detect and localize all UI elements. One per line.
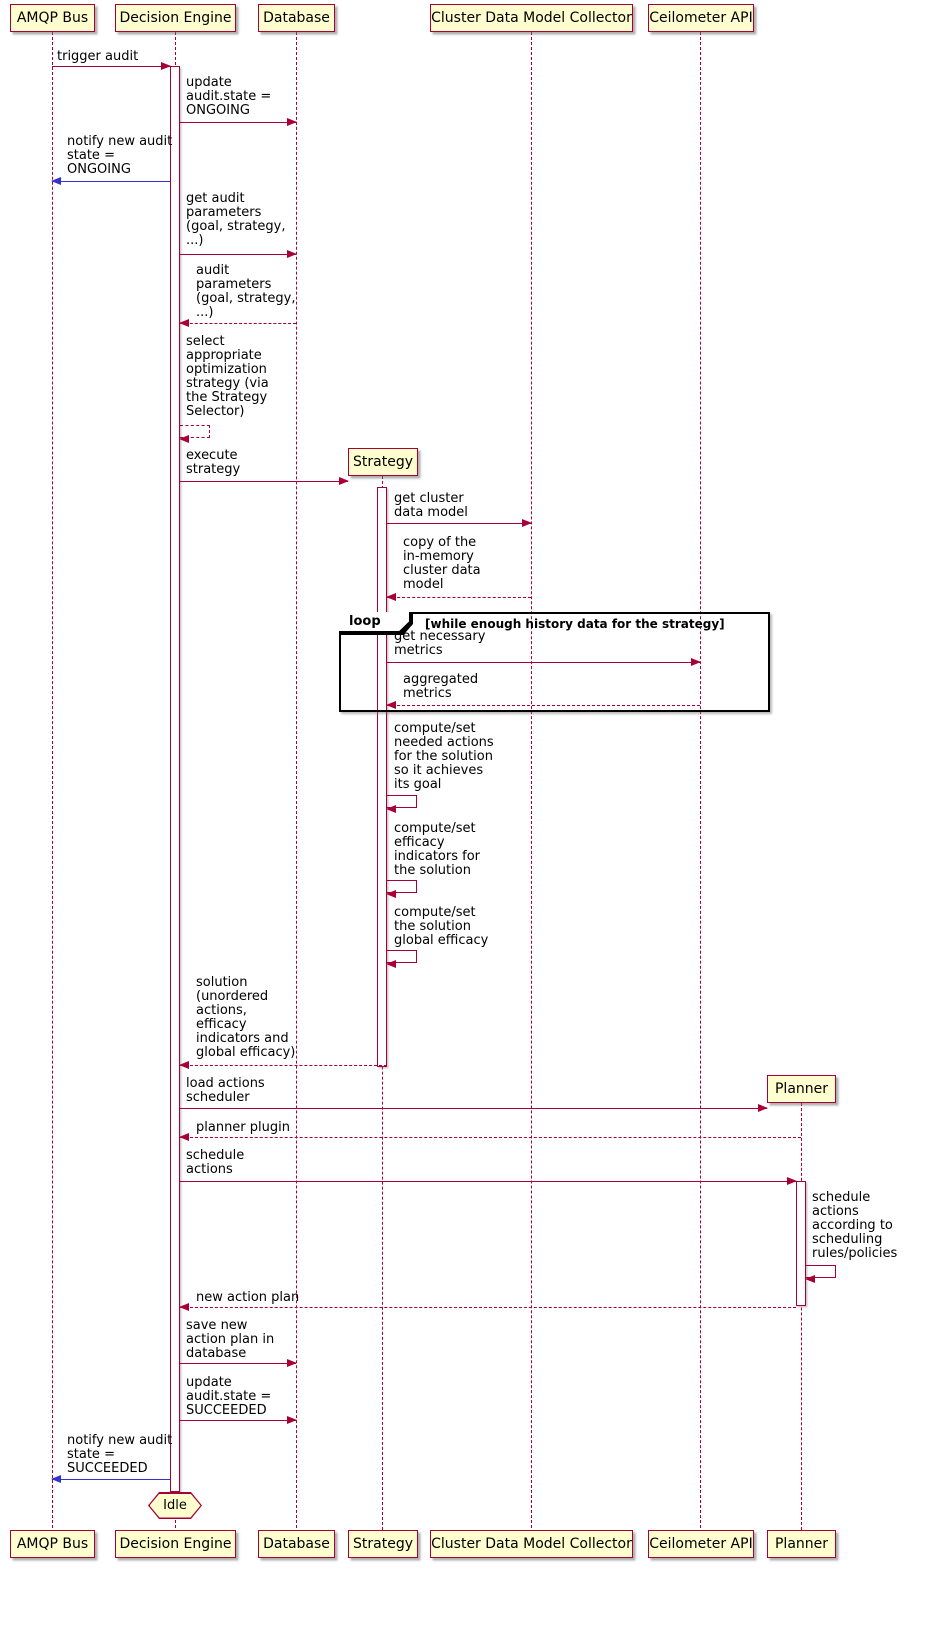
lifeline-ceilometer-api [700, 32, 701, 1528]
activation-decision-engine [170, 66, 180, 1492]
label-copy-cluster-model: copy of the in-memory cluster data model [403, 535, 481, 592]
arrow-schedule-actions [180, 1177, 797, 1185]
participant-bottom-cluster-collector: Cluster Data Model Collector [430, 1530, 633, 1558]
activation-planner [796, 1181, 806, 1306]
participant-bottom-database: Database [258, 1530, 335, 1558]
label-compute-actions: compute/set needed actions for the solut… [394, 721, 494, 792]
arrow-save-action-plan [180, 1359, 297, 1367]
lifeline-amqp-bus [52, 32, 53, 1528]
idle-state-label: Idle [150, 1494, 201, 1518]
label-get-cluster-model: get cluster data model [394, 491, 468, 520]
arrow-execute-strategy [180, 477, 349, 485]
label-notify-ongoing: notify new audit state = ONGOING [67, 134, 173, 177]
loop-label: loop [339, 612, 409, 631]
arrow-update-state-succeeded [180, 1416, 297, 1424]
arrow-planner-plugin [179, 1133, 801, 1141]
arrow-get-audit-params [180, 250, 297, 258]
arrowhead-icon [287, 118, 297, 126]
arrowhead-icon [758, 1104, 768, 1112]
arrowhead-icon [287, 1359, 297, 1367]
selfarrow-compute-actions [386, 795, 417, 813]
arrowhead-icon [386, 889, 396, 898]
label-compute-efficacy: compute/set efficacy indicators for the … [394, 821, 481, 878]
arrowhead-icon [287, 1416, 297, 1424]
label-get-metrics: get necessary metrics [394, 629, 486, 658]
label-compute-global-efficacy: compute/set the solution global efficacy [394, 905, 489, 948]
label-solution-return: solution (unordered actions, efficacy in… [196, 975, 296, 1060]
selfarrow-compute-efficacy [386, 880, 417, 898]
participant-bottom-decision-engine: Decision Engine [115, 1530, 236, 1558]
arrow-trigger-audit [52, 62, 171, 70]
arrow-solution-return [179, 1061, 387, 1069]
arrow-copy-cluster-model [386, 593, 531, 601]
arrow-notify-succeeded [51, 1475, 170, 1483]
label-new-action-plan: new action plan [196, 1290, 300, 1305]
participant-bottom-ceilometer-api: Ceilometer API [648, 1530, 754, 1558]
participant-top-database: Database [258, 4, 335, 32]
label-planner-plugin: planner plugin [196, 1120, 290, 1135]
label-save-action-plan: save new action plan in database [186, 1318, 275, 1361]
label-schedule-actions: schedule actions [186, 1148, 245, 1177]
participant-top-ceilometer-api: Ceilometer API [648, 4, 754, 32]
participant-bottom-amqp-bus: AMQP Bus [10, 1530, 95, 1558]
label-aggregated-metrics: aggregated metrics [403, 672, 479, 701]
label-update-state-ongoing: update audit.state = ONGOING [186, 75, 272, 118]
participant-created-strategy: Strategy [348, 448, 418, 476]
arrow-new-action-plan [179, 1303, 796, 1311]
label-select-strategy: select appropriate optimization strategy… [186, 334, 269, 419]
selfarrow-select-strategy [179, 425, 210, 443]
selfarrow-compute-global-efficacy [386, 950, 417, 968]
arrowhead-icon [787, 1177, 797, 1185]
arrow-update-state-ongoing [180, 118, 297, 126]
arrow-notify-ongoing [51, 177, 170, 185]
participant-top-decision-engine: Decision Engine [115, 4, 236, 32]
arrowhead-icon [386, 959, 396, 968]
selfarrow-schedule-rules [805, 1265, 836, 1283]
arrow-load-scheduler [180, 1104, 768, 1112]
label-trigger-audit: trigger audit [57, 49, 139, 64]
arrowhead-icon [287, 250, 297, 258]
label-update-state-succeeded: update audit.state = SUCCEEDED [186, 1375, 272, 1418]
loop-condition: [while enough history data for the strat… [425, 617, 725, 631]
arrowhead-icon [179, 1303, 189, 1311]
lifeline-planner [801, 1103, 802, 1530]
arrow-audit-params-return [179, 319, 296, 327]
arrowhead-icon [179, 1133, 189, 1141]
label-audit-params-return: audit parameters (goal, strategy, ...) [196, 263, 296, 320]
arrowhead-icon [339, 477, 349, 485]
arrowhead-icon [179, 1061, 189, 1069]
label-load-scheduler: load actions scheduler [186, 1076, 265, 1105]
participant-bottom-planner: Planner [767, 1530, 836, 1558]
lifeline-database [296, 32, 297, 1528]
arrowhead-icon [522, 519, 532, 527]
arrowhead-icon [386, 804, 396, 813]
arrow-get-metrics [387, 658, 701, 666]
arrowhead-icon [386, 701, 396, 709]
arrowhead-icon [805, 1274, 815, 1283]
arrowhead-icon [161, 62, 171, 70]
arrowhead-icon [51, 1475, 61, 1483]
arrowhead-icon [691, 658, 701, 666]
label-notify-succeeded: notify new audit state = SUCCEEDED [67, 1433, 173, 1476]
lifeline-cluster-collector [531, 32, 532, 1528]
participant-top-cluster-collector: Cluster Data Model Collector [430, 4, 633, 32]
participant-top-amqp-bus: AMQP Bus [10, 4, 95, 32]
arrow-aggregated-metrics [386, 701, 700, 709]
arrowhead-icon [51, 177, 61, 185]
label-schedule-rules: schedule actions according to scheduling… [812, 1190, 898, 1261]
arrowhead-icon [386, 593, 396, 601]
label-get-audit-params: get audit parameters (goal, strategy, ..… [186, 191, 286, 248]
activation-strategy [377, 487, 387, 1067]
loop-frame: loop [while enough history data for the … [339, 612, 770, 712]
idle-state-hexagon: Idle [148, 1492, 202, 1519]
loop-pentagon: loop [339, 612, 413, 635]
arrow-get-cluster-model [387, 519, 532, 527]
label-execute-strategy: execute strategy [186, 448, 241, 477]
arrowhead-icon [179, 319, 189, 327]
arrowhead-icon [179, 434, 189, 443]
participant-created-planner: Planner [767, 1075, 836, 1103]
participant-bottom-strategy: Strategy [348, 1530, 418, 1558]
